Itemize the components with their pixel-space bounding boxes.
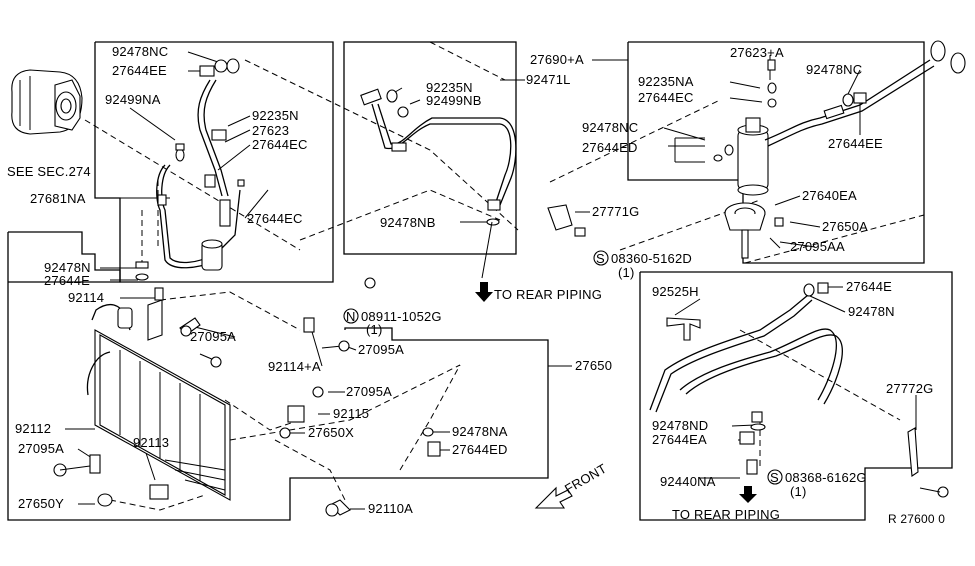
- rear-piping-parts: [649, 282, 949, 498]
- label-92478ND[interactable]: 92478ND: [652, 418, 708, 433]
- label-27095A[interactable]: 27095A: [358, 342, 404, 357]
- circled-n-symbol: N: [343, 308, 359, 324]
- arrow-to-rear-2: [739, 486, 757, 503]
- circled-s-symbol-2: S: [767, 469, 783, 485]
- dashed-leader: [229, 364, 461, 441]
- bracket-27771g: [547, 204, 586, 237]
- label-front: FRONT: [562, 461, 609, 497]
- label-27650X[interactable]: 27650X: [308, 425, 354, 440]
- label-27095A[interactable]: 27095A: [190, 329, 236, 344]
- label-92499NA[interactable]: 92499NA: [105, 92, 161, 107]
- svg-text:S: S: [596, 251, 605, 266]
- label-27644ED[interactable]: 27644ED: [582, 140, 638, 155]
- label-to-rear-piping[interactable]: TO REAR PIPING: [672, 507, 780, 522]
- dashed-leader: [744, 214, 925, 264]
- label-27640EA[interactable]: 27640EA: [802, 188, 857, 203]
- label-27644ED[interactable]: 27644ED: [452, 442, 508, 457]
- box-condenser-lower: [7, 232, 549, 521]
- label-92115[interactable]: 92115: [333, 406, 369, 421]
- label-92478N[interactable]: 92478N: [848, 304, 895, 319]
- box-compressor-hose: [94, 41, 334, 283]
- diagram-code: R 27600 0: [888, 512, 945, 526]
- label-08368-6162G[interactable]: 08368-6162G: [785, 470, 867, 485]
- label-92114[interactable]: 92114: [68, 290, 104, 305]
- label-27644E[interactable]: 27644E: [846, 279, 892, 294]
- condenser-drawing: [86, 261, 231, 507]
- label-92478NB[interactable]: 92478NB: [380, 215, 436, 230]
- label-27623A[interactable]: 27623+A: [730, 45, 784, 60]
- label-qty: (1): [618, 265, 635, 280]
- label-see-sec[interactable]: SEE SEC.274: [7, 164, 91, 179]
- label-92499NB[interactable]: 92499NB: [426, 93, 482, 108]
- arrow-to-rear-1: [475, 282, 493, 302]
- label-92235N[interactable]: 92235N: [252, 108, 299, 123]
- label-92114A[interactable]: 92114+A: [268, 359, 321, 374]
- label-92478N[interactable]: 92478N: [44, 260, 91, 275]
- front-arrow: [534, 486, 573, 509]
- label-27644EA[interactable]: 27644EA: [652, 432, 707, 447]
- label-92478NC[interactable]: 92478NC: [806, 62, 862, 77]
- dashed-leader: [299, 189, 501, 241]
- label-92235NA[interactable]: 92235NA: [638, 74, 694, 89]
- label-27644EC[interactable]: 27644EC: [247, 211, 303, 226]
- label-27772G[interactable]: 27772G: [886, 381, 933, 396]
- label-qty: (1): [366, 322, 383, 337]
- label-27681NA[interactable]: 27681NA: [30, 191, 86, 206]
- svg-text:S: S: [770, 470, 779, 485]
- label-92525H[interactable]: 92525H: [652, 284, 699, 299]
- label-qty: (1): [790, 484, 807, 499]
- dashed-leader: [159, 291, 301, 331]
- label-92440NA[interactable]: 92440NA: [660, 474, 716, 489]
- label-27095A[interactable]: 27095A: [346, 384, 392, 399]
- label-27690A[interactable]: 27690+A: [530, 52, 584, 67]
- label-92478NC[interactable]: 92478NC: [112, 44, 168, 59]
- dashed-leader: [399, 364, 461, 471]
- label-27644EC[interactable]: 27644EC: [638, 90, 694, 105]
- compressor-hose-parts: [156, 58, 245, 271]
- label-92471L[interactable]: 92471L: [526, 72, 571, 87]
- label-92478NA[interactable]: 92478NA: [452, 424, 508, 439]
- box-rear-piping: [639, 271, 953, 521]
- label-92110A[interactable]: 92110A: [368, 501, 413, 516]
- box-receiver-tank: [627, 41, 925, 264]
- svg-text:N: N: [346, 309, 356, 324]
- label-92113[interactable]: 92113: [133, 435, 169, 450]
- label-92478NC[interactable]: 92478NC: [582, 120, 638, 135]
- circled-s-symbol-1: S: [593, 250, 609, 266]
- label-27644E[interactable]: 27644E: [44, 273, 90, 288]
- hose-assy-parts: [360, 88, 517, 279]
- receiver-tank-parts: [713, 40, 966, 259]
- dashed-leader: [549, 99, 721, 183]
- label-27650A[interactable]: 27650A: [822, 219, 868, 234]
- label-92112[interactable]: 92112: [15, 421, 51, 436]
- dashed-leader: [224, 399, 301, 431]
- label-27623[interactable]: 27623: [252, 123, 289, 138]
- dashed-leader: [429, 41, 506, 81]
- leader-lines: [65, 51, 917, 510]
- compressor-drawing: [11, 69, 83, 135]
- label-27095A[interactable]: 27095A: [18, 441, 64, 456]
- label-27650Y[interactable]: 27650Y: [18, 496, 64, 511]
- dashed-leader: [109, 494, 206, 511]
- label-92235N[interactable]: 92235N: [426, 80, 473, 95]
- label-08360-5162D[interactable]: 08360-5162D: [611, 251, 692, 266]
- label-to-rear-piping[interactable]: TO REAR PIPING: [494, 287, 602, 302]
- dashed-leader: [274, 439, 346, 501]
- label-08911-1052G[interactable]: 08911-1052G: [361, 309, 442, 324]
- label-27650[interactable]: 27650: [575, 358, 612, 373]
- label-27644EE[interactable]: 27644EE: [828, 136, 883, 151]
- dashed-leader: [84, 119, 301, 251]
- label-27644EE[interactable]: 27644EE: [112, 63, 167, 78]
- dashed-leader: [739, 329, 901, 421]
- label-27771G[interactable]: 27771G: [592, 204, 639, 219]
- bolts: [53, 277, 441, 517]
- label-27644EC[interactable]: 27644EC: [252, 137, 308, 152]
- label-27095AA[interactable]: 27095AA: [790, 239, 845, 254]
